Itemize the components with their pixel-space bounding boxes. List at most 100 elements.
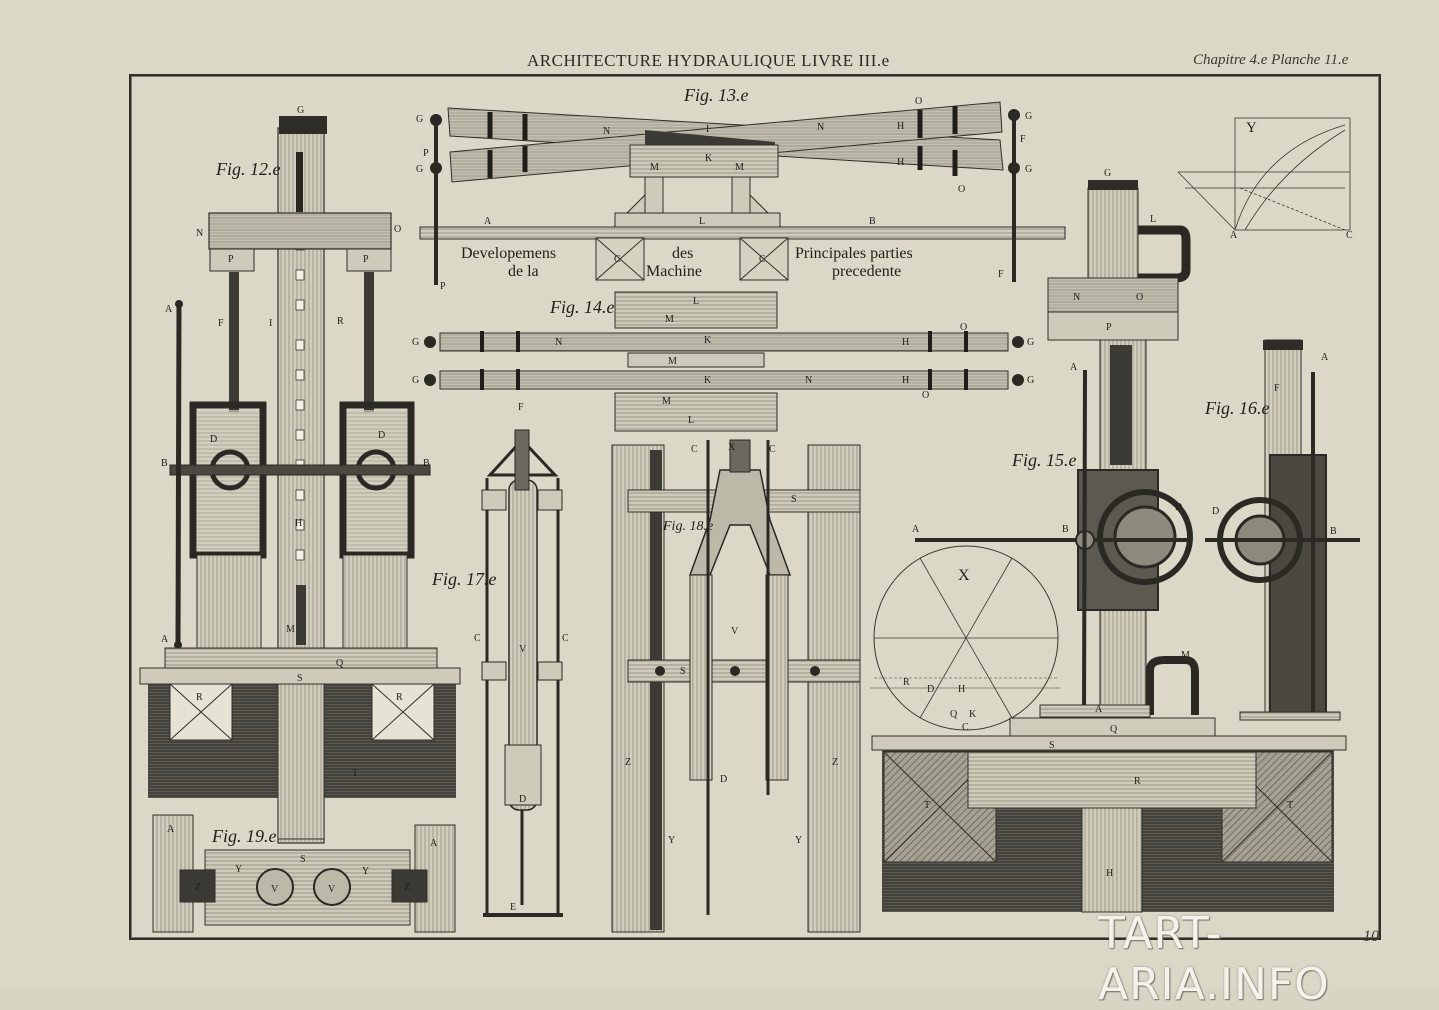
figure-13-pipes <box>419 101 1066 285</box>
svg-text:R: R <box>196 692 203 703</box>
svg-text:Y: Y <box>795 835 802 846</box>
svg-text:A: A <box>165 304 173 315</box>
svg-text:C: C <box>1346 230 1353 241</box>
svg-text:F: F <box>998 269 1004 280</box>
svg-text:Z: Z <box>625 757 631 768</box>
svg-text:K: K <box>704 335 712 346</box>
svg-text:P: P <box>1106 322 1112 333</box>
svg-text:H: H <box>1106 868 1113 879</box>
svg-text:L: L <box>1150 214 1156 225</box>
svg-text:G: G <box>297 105 304 116</box>
svg-text:S: S <box>791 494 797 505</box>
svg-text:D: D <box>720 774 727 785</box>
svg-text:H: H <box>902 375 909 386</box>
svg-text:V: V <box>271 884 279 895</box>
svg-text:M: M <box>650 162 659 173</box>
svg-text:N: N <box>817 122 824 133</box>
figure-y-geometry-diagram <box>1177 117 1351 231</box>
svg-text:Y: Y <box>668 835 675 846</box>
svg-text:R: R <box>337 316 344 327</box>
svg-text:C: C <box>769 444 776 455</box>
svg-text:N: N <box>805 375 812 386</box>
svg-text:C: C <box>614 254 621 265</box>
svg-text:A: A <box>1095 704 1103 715</box>
fig-17-label: Fig. 17.e <box>431 569 497 589</box>
svg-text:L: L <box>693 296 699 307</box>
fig-19-label: Fig. 19.e <box>211 826 277 846</box>
svg-text:H: H <box>897 121 904 132</box>
svg-text:Q: Q <box>1110 724 1118 735</box>
svg-text:V: V <box>328 884 336 895</box>
svg-text:C: C <box>562 633 569 644</box>
fig-13-label: Fig. 13.e <box>683 85 749 105</box>
svg-text:O: O <box>394 224 401 235</box>
svg-text:D: D <box>210 434 217 445</box>
svg-text:S: S <box>1049 740 1055 751</box>
plate-frame <box>129 74 1381 940</box>
svg-text:B: B <box>869 216 876 227</box>
svg-text:X: X <box>958 567 970 584</box>
svg-text:N: N <box>555 337 562 348</box>
caption-principales: Principales parties <box>795 245 913 262</box>
fig-14-label: Fig. 14.e <box>549 297 615 317</box>
svg-text:O: O <box>958 184 965 195</box>
fig-16-label: Fig. 16.e <box>1204 398 1270 418</box>
svg-text:D: D <box>927 684 934 695</box>
svg-text:B: B <box>423 458 430 469</box>
svg-text:Z: Z <box>832 757 838 768</box>
svg-text:Y: Y <box>235 864 242 875</box>
svg-text:Y: Y <box>1246 120 1257 136</box>
svg-text:H: H <box>897 157 904 168</box>
svg-text:N: N <box>196 228 203 239</box>
plate-title: ARCHITECTURE HYDRAULIQUE LIVRE III.e <box>527 51 890 70</box>
svg-text:I: I <box>269 318 272 329</box>
chapter-plate-label: Chapitre 4.e Planche 11.e <box>1193 52 1349 68</box>
svg-text:D: D <box>378 430 385 441</box>
svg-text:C: C <box>759 254 766 265</box>
svg-text:H: H <box>902 337 909 348</box>
svg-text:A: A <box>1230 230 1238 241</box>
svg-text:D: D <box>1175 502 1182 513</box>
svg-text:M: M <box>286 624 295 635</box>
svg-text:P: P <box>423 148 429 159</box>
figure-14-pipes <box>424 291 1024 432</box>
fig-12-label: Fig. 12.e <box>215 159 281 179</box>
figure-15-machine <box>871 180 1347 913</box>
svg-text:F: F <box>218 318 224 329</box>
svg-text:K: K <box>705 153 713 164</box>
svg-text:C: C <box>691 444 698 455</box>
svg-text:O: O <box>960 322 967 333</box>
svg-text:L: L <box>699 216 705 227</box>
svg-text:X: X <box>728 442 736 453</box>
svg-text:M: M <box>735 162 744 173</box>
caption-precedente: precedente <box>832 263 901 280</box>
svg-text:P: P <box>440 281 446 292</box>
svg-text:G: G <box>1027 337 1034 348</box>
svg-text:K: K <box>969 709 977 720</box>
svg-text:R: R <box>1134 776 1141 787</box>
page-number: 10 <box>1363 928 1379 945</box>
svg-text:P: P <box>363 254 369 265</box>
watermark-text: TART-ARIA.INFO <box>1098 908 1330 1010</box>
figure-16-rack <box>1205 339 1360 721</box>
svg-text:A: A <box>912 524 920 535</box>
svg-text:H: H <box>295 518 302 529</box>
svg-text:D: D <box>519 794 526 805</box>
svg-text:A: A <box>1070 362 1078 373</box>
svg-text:G: G <box>1027 375 1034 386</box>
svg-text:G: G <box>412 337 419 348</box>
svg-text:A: A <box>484 216 492 227</box>
svg-text:Z: Z <box>404 882 410 893</box>
svg-text:P: P <box>228 254 234 265</box>
svg-text:M: M <box>668 356 677 367</box>
fig-18-label: Fig. 18.e <box>662 519 713 534</box>
svg-text:M: M <box>665 314 674 325</box>
figure-17-pump <box>481 429 563 917</box>
svg-text:Y: Y <box>362 866 369 877</box>
figure-12-machine <box>139 116 461 844</box>
figure-x-circle-diagram <box>870 545 1060 731</box>
svg-text:Z: Z <box>195 882 201 893</box>
svg-text:B: B <box>1062 524 1069 535</box>
svg-text:G: G <box>1104 168 1111 179</box>
